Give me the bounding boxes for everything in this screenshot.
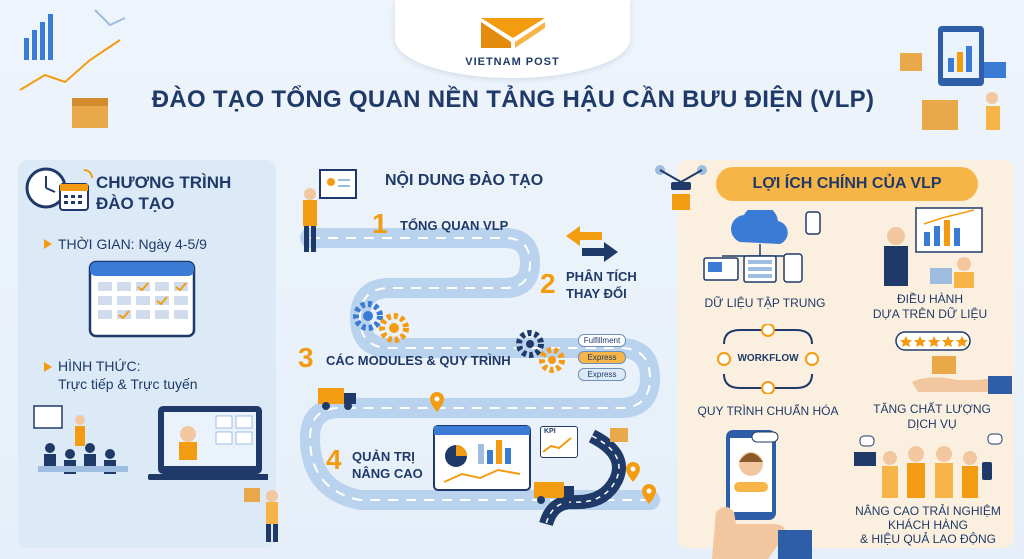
corner-delivery-decoration (900, 26, 1006, 130)
time-bullet-icon (44, 239, 52, 249)
courier-with-box-icon (244, 488, 278, 542)
location-pin-icon (642, 484, 656, 504)
training-roadmap-road (299, 228, 661, 510)
module-tag-fulfillment: Fulfillment (578, 334, 626, 347)
program-title-line1: CHƯƠNG TRÌNH (96, 173, 232, 192)
program-panel (18, 160, 276, 548)
step-3-label: CÁC MODULES & QUY TRÌNH (326, 353, 511, 368)
module-gears-icon (516, 330, 565, 373)
dashboard-icon (433, 425, 531, 491)
drone-package-icon (655, 165, 707, 210)
calendar-checklist-icon (88, 260, 196, 338)
benefit-4-label: TĂNG CHẤT LƯỢNG DỊCH VỤ (852, 402, 1012, 432)
exchange-arrows-icon (566, 226, 618, 262)
phone-rating-hand-icon (712, 430, 812, 559)
presenter-icon (303, 169, 357, 252)
page-title: ĐÀO TẠO TỔNG QUAN NỀN TẢNG HẬU CẦN BƯU Đ… (151, 86, 875, 113)
step-2-line1: PHÂN TÍCH (566, 269, 637, 284)
customer-staff-team-icon (854, 433, 1003, 498)
workflow-label: WORKFLOW (737, 353, 799, 364)
kpi-trend-icon (542, 437, 572, 453)
location-pin-icon (430, 392, 444, 412)
kpi-label: KPI (544, 428, 556, 435)
module-tag-express-1: Express (578, 351, 626, 364)
step-3-number: 3 (298, 342, 314, 373)
benefit-5-line1: NÂNG CAO TRẢI NGHIỆM (855, 504, 1001, 518)
format-bullet-icon (44, 362, 52, 372)
step-2-number: 2 (540, 268, 556, 299)
location-pin-icon (626, 462, 640, 482)
program-title-line2: ĐÀO TẠO (96, 194, 175, 213)
benefit-2-line1: ĐIỀU HÀNH (896, 292, 963, 306)
logo-text: VIETNAM POST (465, 56, 560, 68)
data-driven-manager-icon (884, 207, 983, 288)
benefit-5-line2: KHÁCH HÀNG (887, 518, 968, 532)
step-4-line2: NÂNG CAO (352, 466, 423, 481)
program-title: CHƯƠNG TRÌNH ĐÀO TẠO (96, 172, 276, 214)
road-truck-package-icon (534, 428, 628, 527)
step-4-number: 4 (326, 444, 342, 475)
vietnam-post-logo-icon (481, 18, 545, 48)
program-time: THỜI GIAN: Ngày 4-5/9 (58, 236, 207, 252)
step-4-label: QUẢN TRỊ NÂNG CAO (352, 448, 423, 482)
module-tag-express-2: Express (578, 368, 626, 381)
benefit-5-label: NÂNG CAO TRẢI NGHIỆM KHÁCH HÀNG & HIỆU Q… (840, 504, 1016, 546)
step-2-label: PHÂN TÍCH THAY ĐỔI (566, 268, 637, 302)
benefit-2-line2: DỰA TRÊN DỮ LIỆU (872, 307, 988, 321)
format-value: Trực tiếp & Trực tuyến (58, 376, 198, 392)
step-4-line1: QUẢN TRỊ (352, 449, 415, 464)
kpi-chart-card: KPI (540, 426, 578, 458)
benefit-3-label: QUY TRÌNH CHUẨN HÓA (697, 404, 839, 418)
gears-icon (353, 301, 409, 343)
classroom-online-illustration (33, 405, 268, 480)
benefits-title: LỢI ÍCH CHÍNH CỦA VLP (752, 175, 942, 192)
workflow-diagram: WORKFLOW (712, 323, 824, 395)
benefits-title-pill (716, 167, 978, 201)
logo-badge: VIETNAM POST (395, 0, 630, 78)
benefit-5-line3: & HIỆU QUẢ LAO ĐỘNG (859, 532, 997, 546)
benefit-4-line2: DỊCH VỤ (907, 417, 957, 431)
clock-calendar-icon (25, 167, 93, 211)
step-2-line2: THAY ĐỔI (566, 286, 627, 301)
step-1-label: TỔNG QUAN VLP (400, 218, 509, 233)
benefit-4-line1: TĂNG CHẤT LƯỢNG (873, 402, 991, 416)
cloud-data-icon (703, 210, 821, 283)
format-label: HÌNH THỨC: (58, 358, 141, 374)
service-quality-stars-icon (895, 331, 1012, 394)
content-title: NỘI DUNG ĐÀO TẠO (385, 172, 544, 189)
step-1-number: 1 (372, 208, 388, 239)
benefit-2-label: ĐIỀU HÀNH DỰA TRÊN DỮ LIỆU (850, 292, 1010, 322)
workflow-cycle-icon (717, 323, 819, 395)
corner-analytics-decoration (19, 9, 126, 128)
benefit-1-label: DỮ LIỆU TẬP TRUNG (704, 296, 826, 310)
delivery-truck-icon (318, 388, 356, 410)
